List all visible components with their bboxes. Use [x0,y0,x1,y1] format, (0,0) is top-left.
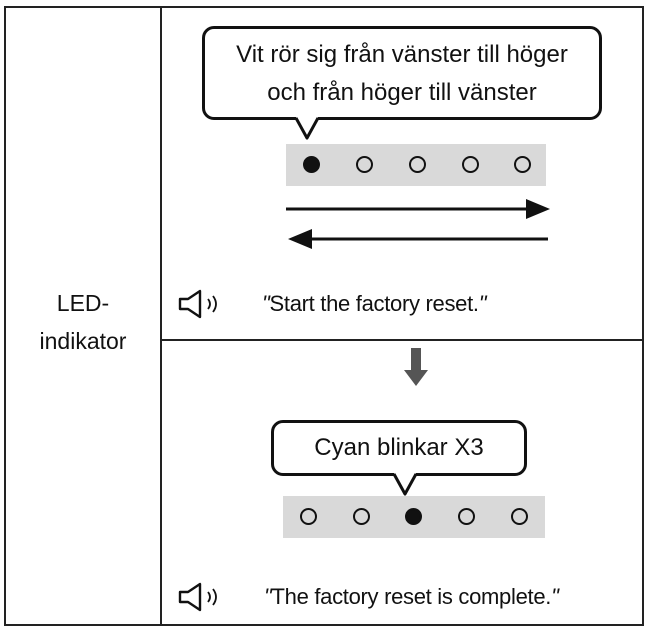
step2-callout-tail [392,473,418,496]
step1-voice-text: Start the factory reset. [269,291,480,316]
step1-led-2 [356,156,373,173]
led-indicator-table: LED- indikator Vit rör sig från vänster … [4,6,644,626]
step1-led-bar [286,144,546,186]
step1-led-1 [303,156,320,173]
step2-voice-prompt: "The factory reset is complete." [264,584,559,609]
step2-voice-text: The factory reset is complete. [271,584,552,609]
step2-callout-text: Cyan blinkar X3 [314,434,484,461]
step2-led-3 [405,508,422,525]
step1-led-3 [409,156,426,173]
speaker-icon [178,289,217,319]
step1-callout-tail [294,117,320,140]
row-label-line2: indikator [39,328,127,354]
step1-callout: Vit rör sig från vänster till höger och … [202,26,602,120]
step1-callout-line1: Vit rör sig från vänster till höger [236,41,568,68]
step1-callout-line2: och från höger till vänster [267,79,537,106]
column-divider [160,8,162,624]
step2-led-2 [353,508,370,525]
step2-led-bar [283,496,545,538]
step2-callout: Cyan blinkar X3 [271,420,527,476]
speaker-icon [178,582,217,612]
arrow-down-icon [404,348,428,386]
step1-led-4 [462,156,479,173]
row-label-line1: LED- [56,290,110,316]
arrow-right-icon [286,199,550,219]
arrow-left-icon [288,229,548,249]
step2-led-1 [300,508,317,525]
step1-voice-prompt: "Start the factory reset." [262,291,487,316]
row-divider [160,339,642,341]
row-label: LED- indikator [6,284,160,360]
step2-led-5 [511,508,528,525]
step1-led-5 [514,156,531,173]
step2-led-4 [458,508,475,525]
